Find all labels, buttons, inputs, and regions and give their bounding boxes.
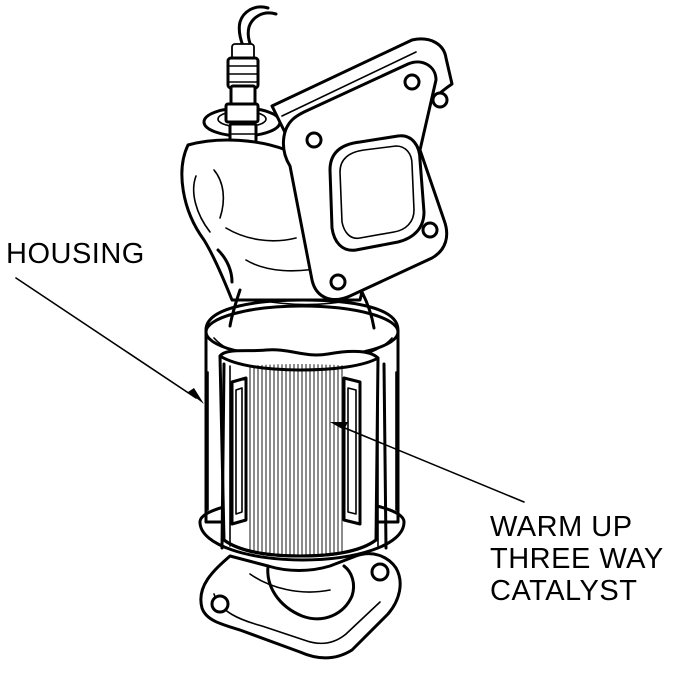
- catalyst-leader-line: [339, 425, 525, 503]
- housing-arrowhead: [188, 388, 204, 404]
- catalyst-label-line-1: WARM UP: [490, 511, 633, 543]
- catalyst-label-line-2: THREE WAY: [490, 543, 664, 575]
- sensor-wire: [237, 5, 278, 50]
- catalyst-label-line-3: CATALYST: [490, 575, 638, 607]
- housing-leader-line: [15, 277, 197, 399]
- leader-lines: [15, 277, 525, 503]
- retaining-clips: [220, 362, 388, 550]
- catalyst-label: WARM UP THREE WAY CATALYST: [490, 511, 664, 607]
- catalyst-substrate: [218, 348, 380, 558]
- catalyst-arrowhead: [330, 422, 348, 430]
- manifold-flange: [282, 60, 449, 301]
- bottom-flange: [199, 552, 402, 660]
- housing-label: HOUSING: [6, 238, 145, 270]
